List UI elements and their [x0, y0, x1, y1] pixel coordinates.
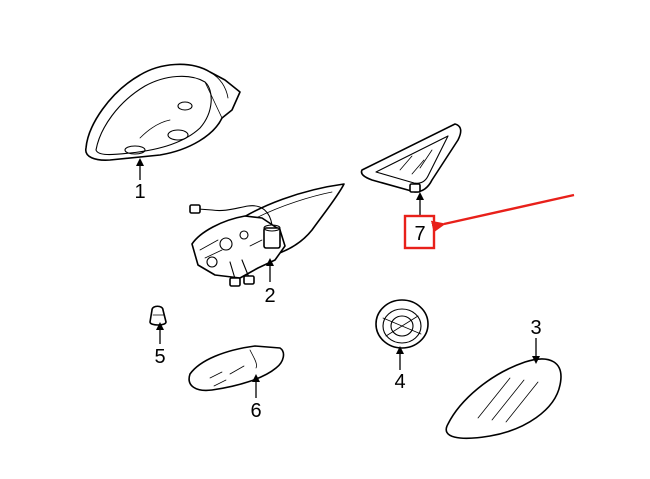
part-4-actuator — [375, 299, 429, 349]
part-3-mirror-glass — [445, 358, 562, 440]
callout-7: 7 — [414, 223, 425, 245]
callout-5: 5 — [154, 346, 165, 368]
part-6-lower-cover — [188, 345, 285, 392]
callout-labels: 1 2 3 4 5 6 7 — [134, 181, 541, 422]
part-7-sail-cover — [360, 123, 462, 193]
part-1-mirror-cover — [85, 63, 241, 161]
callout-2: 2 — [264, 285, 275, 307]
highlight-annotation — [403, 193, 575, 250]
part-5-clip — [149, 305, 167, 326]
callout-3: 3 — [530, 317, 541, 339]
part-2-mirror-base-assembly — [189, 183, 345, 287]
leader-lines — [136, 158, 540, 398]
highlight-arrow — [430, 193, 575, 233]
callout-6: 6 — [250, 400, 261, 422]
callout-1: 1 — [134, 181, 145, 203]
callout-4: 4 — [394, 371, 405, 393]
